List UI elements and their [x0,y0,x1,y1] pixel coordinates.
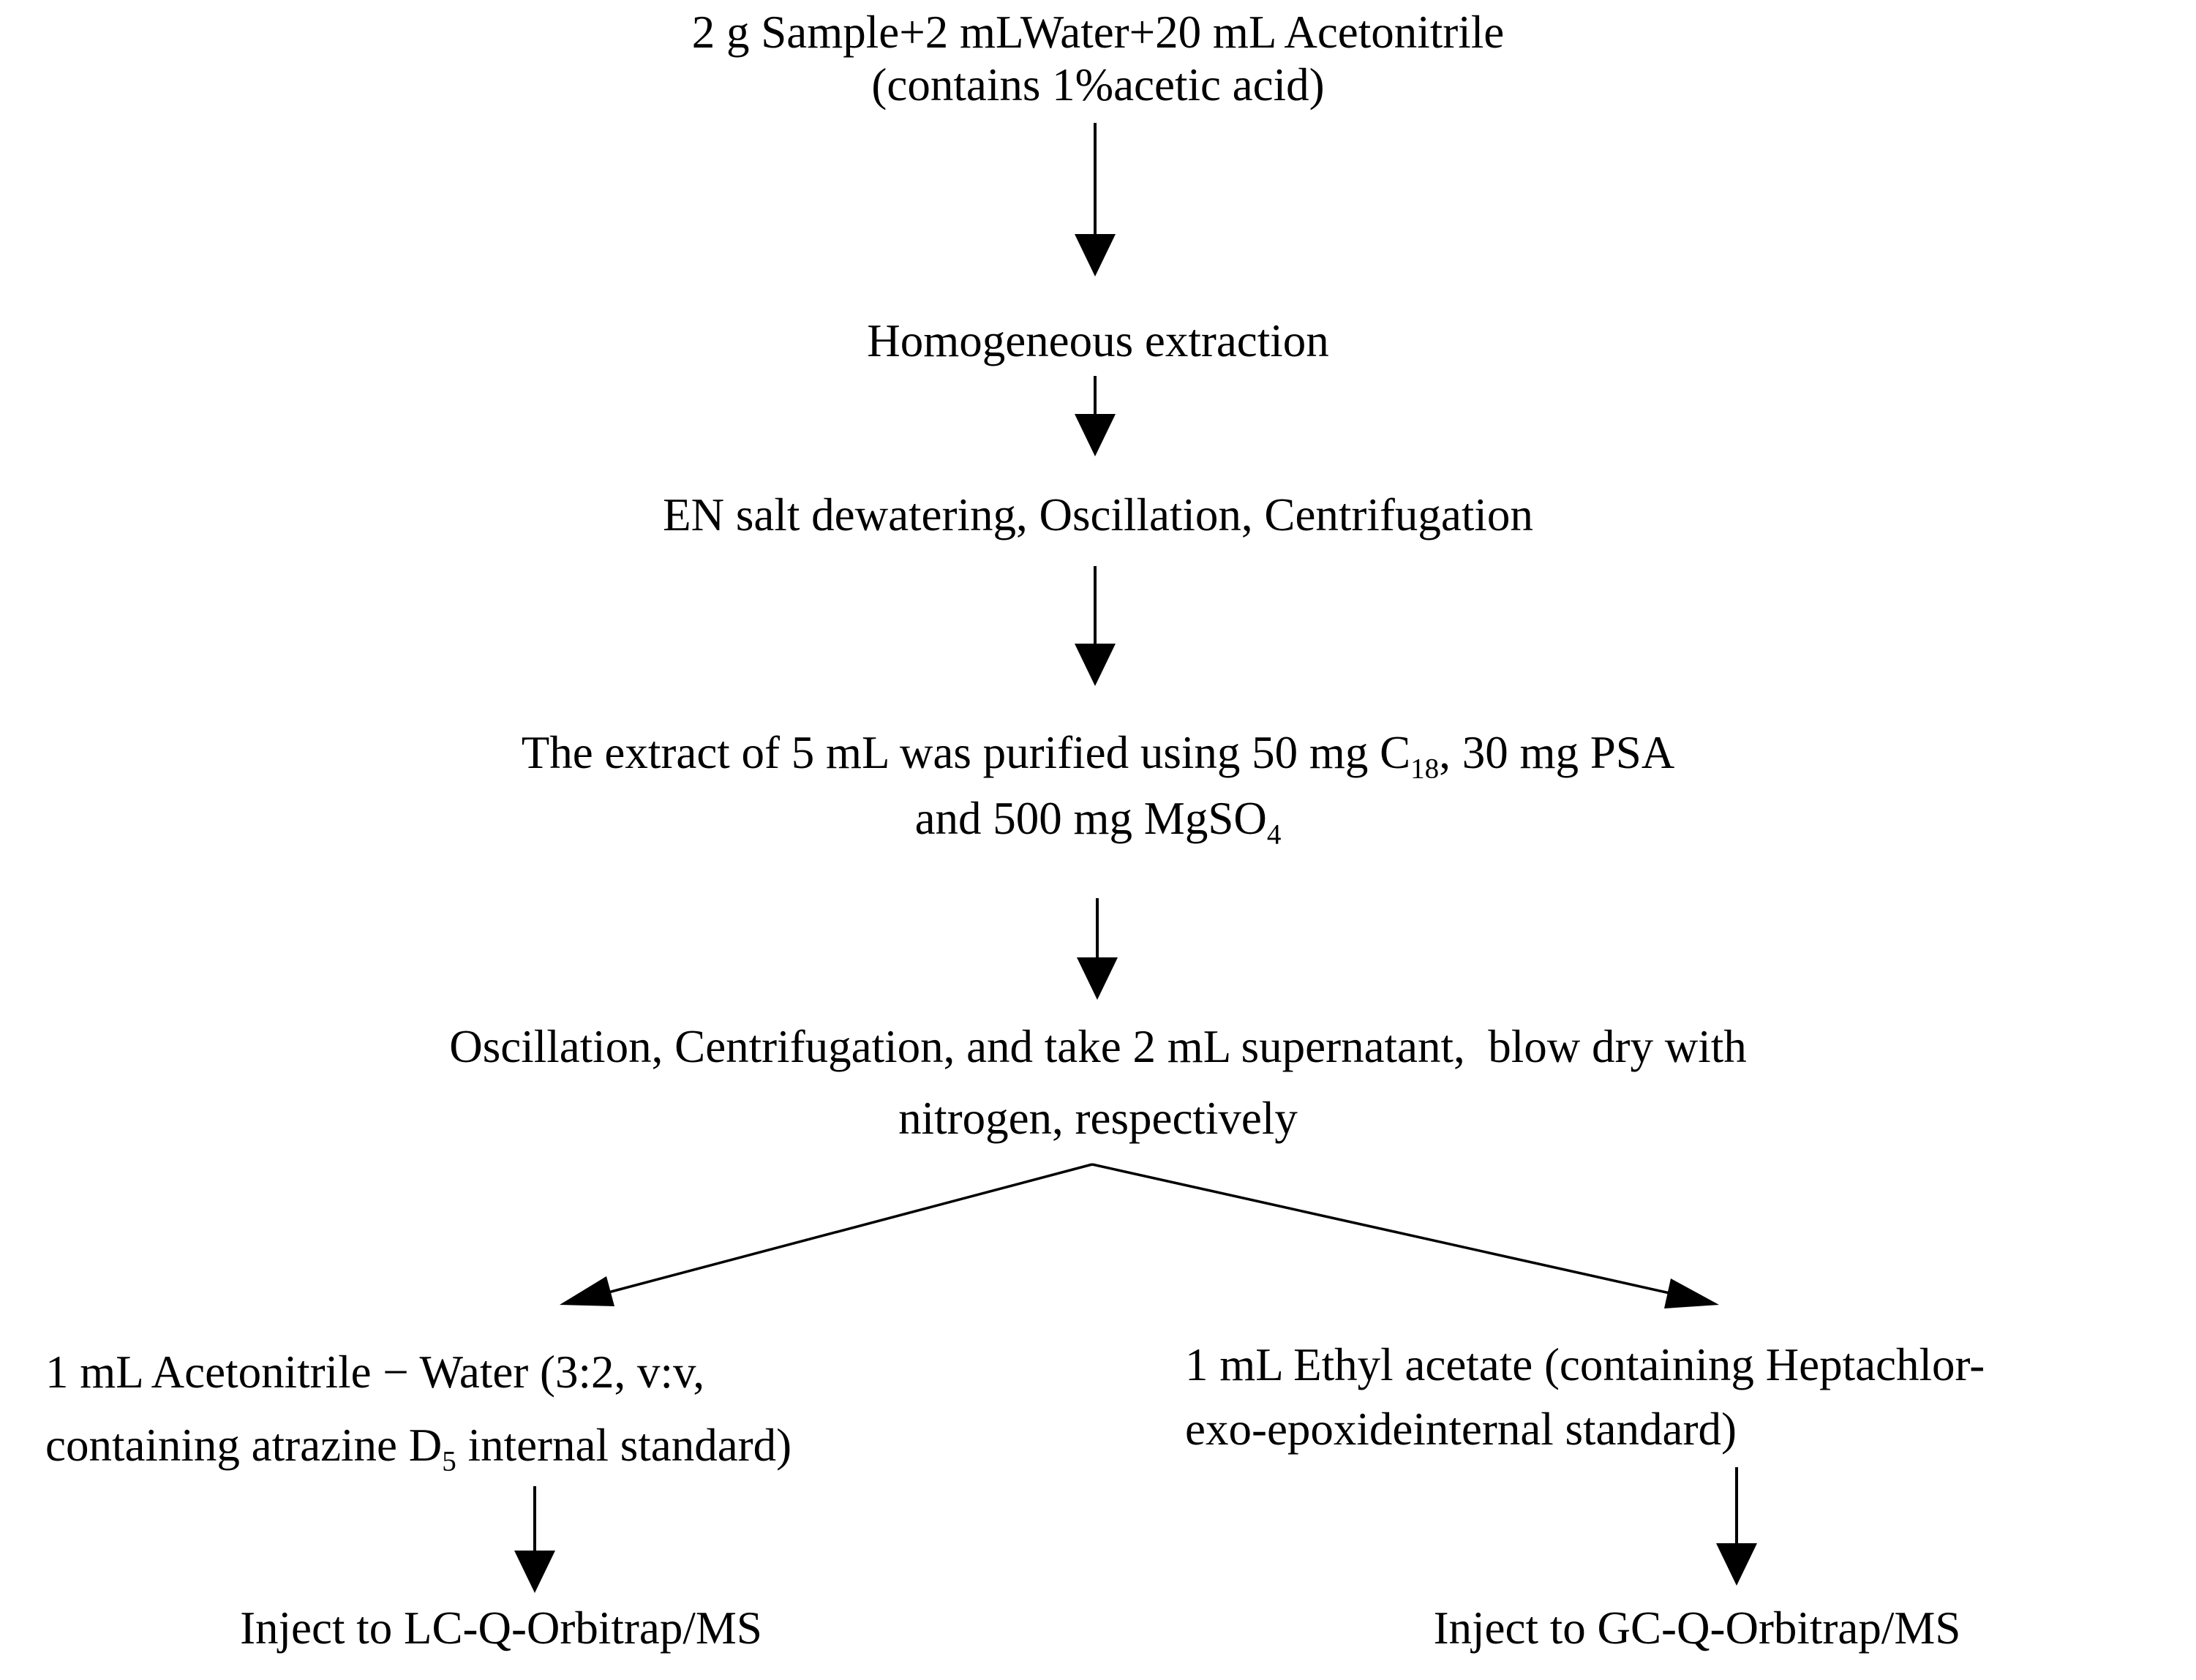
node-en-salt-dewatering: EN salt dewatering, Oscillation, Centrif… [0,489,2196,541]
node-inject-lc-label: Inject to LC-Q-Orbitrap/MS [240,1602,762,1654]
node-gc-reconstitution-line1: 1 mL Ethyl acetate (containing Heptachlo… [1185,1339,1985,1390]
node-lc-reconstitution-line2: containing atrazine D5 internal standard… [45,1420,792,1477]
node-supernatant: Oscillation, Centrifugation, and take 2 … [0,1011,2196,1154]
arrow-down-left [514,1486,555,1593]
subscript-c18: 18 [1410,753,1440,785]
arrow-down-3 [1075,566,1116,686]
node-sample-mix-line1: 2 g Sample+2 mLWater+20 mL Acetonitrile [691,7,1505,58]
node-gc-reconstitution-line2: exo-epoxideinternal standard) [1185,1404,1737,1455]
branch-arrow-right [1091,1163,1719,1308]
node-sample-mix: 2 g Sample+2 mLWater+20 mL Acetonitrile … [0,6,2196,111]
node-purification: The extract of 5 mL was purified using 5… [0,720,2196,851]
node-inject-gc: Inject to GC-Q-Orbitrap/MS [1192,1602,2196,1654]
node-inject-lc: Inject to LC-Q-Orbitrap/MS [0,1602,1002,1654]
node-sample-mix-line2: (contains 1%acetic acid) [871,59,1325,110]
node-lc-reconstitution: 1 mL Acetonitrile − Water (3:2, v:v, con… [45,1336,1011,1482]
node-purification-line2: and 500 mg MgSO4 [914,793,1282,851]
arrow-down-right [1716,1467,1757,1586]
subscript-d5: 5 [442,1445,456,1477]
arrow-down-4 [1077,898,1118,1000]
arrow-down-2 [1075,376,1116,456]
node-homogeneous-extraction: Homogeneous extraction [0,314,2196,367]
node-homogeneous-extraction-label: Homogeneous extraction [867,315,1329,366]
node-inject-gc-label: Inject to GC-Q-Orbitrap/MS [1433,1602,1961,1654]
node-supernatant-line2: nitrogen, respectively [898,1093,1298,1144]
node-purification-line1: The extract of 5 mL was purified using 5… [521,727,1675,785]
node-lc-reconstitution-line1: 1 mL Acetonitrile − Water (3:2, v:v, [45,1346,705,1398]
branch-arrow-left [560,1163,1093,1306]
subscript-mgso4: 4 [1266,818,1282,851]
node-supernatant-line1: Oscillation, Centrifugation, and take 2 … [449,1021,1747,1072]
node-en-salt-dewatering-label: EN salt dewatering, Oscillation, Centrif… [663,489,1533,540]
arrow-down-1 [1075,123,1116,276]
node-gc-reconstitution: 1 mL Ethyl acetate (containing Heptachlo… [1185,1333,2196,1461]
